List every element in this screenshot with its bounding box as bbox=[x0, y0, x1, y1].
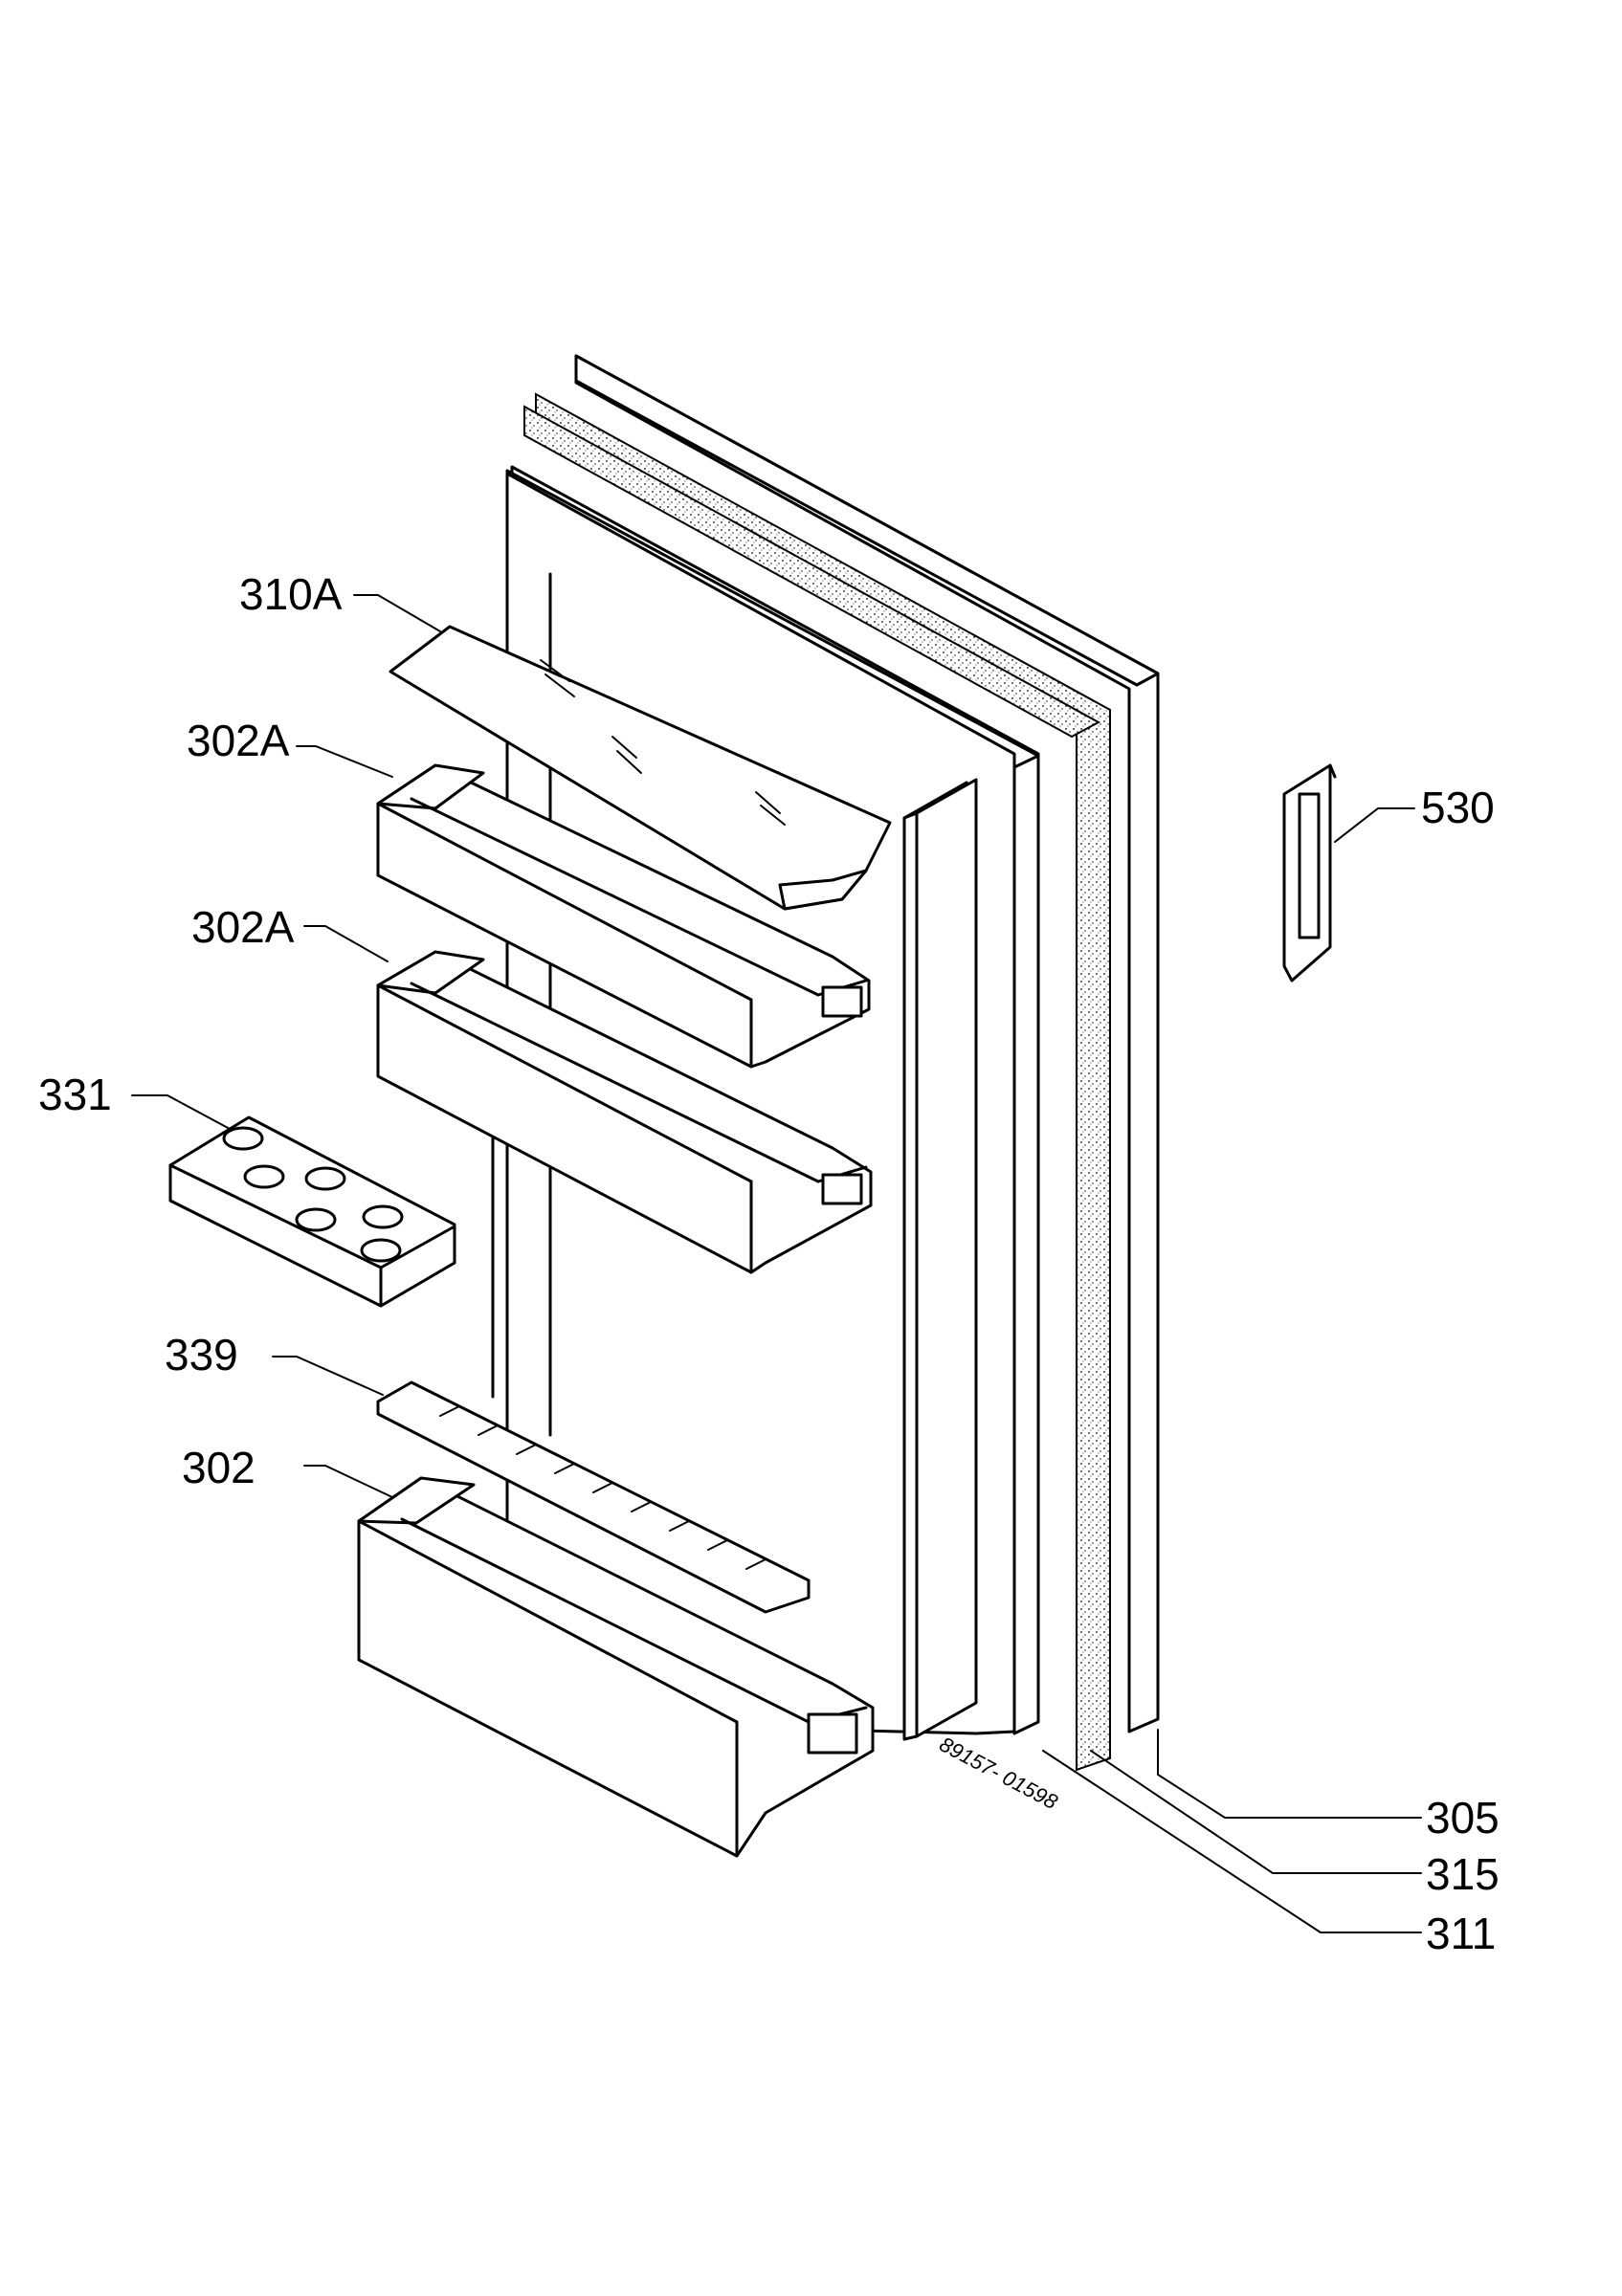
leader-lines bbox=[131, 594, 1422, 1933]
door-gasket bbox=[523, 392, 1111, 1772]
door-outer-panel bbox=[574, 354, 1160, 1733]
label-302A-lower: 302A bbox=[191, 902, 295, 952]
label-311: 311 bbox=[1426, 1909, 1496, 1958]
door-bin-302A-lower bbox=[376, 950, 873, 1274]
label-302A-upper: 302A bbox=[187, 716, 290, 765]
label-310A: 310A bbox=[239, 569, 343, 619]
label-530: 530 bbox=[1421, 783, 1495, 832]
egg-tray-331 bbox=[168, 1115, 456, 1308]
door-side-strip bbox=[902, 778, 978, 1741]
drawing-code: 89157- 01598 bbox=[936, 1732, 1062, 1814]
label-331: 331 bbox=[38, 1070, 112, 1119]
door-bin-302 bbox=[357, 1476, 875, 1858]
door-bin-302A-upper bbox=[376, 763, 871, 1069]
label-339: 339 bbox=[165, 1330, 238, 1380]
bottle-rack-339 bbox=[376, 1380, 811, 1614]
label-315: 315 bbox=[1426, 1849, 1500, 1899]
door-handle-530 bbox=[1282, 763, 1337, 982]
label-305: 305 bbox=[1426, 1793, 1500, 1843]
label-302: 302 bbox=[182, 1443, 256, 1492]
shelf-cover-310A bbox=[389, 625, 892, 911]
